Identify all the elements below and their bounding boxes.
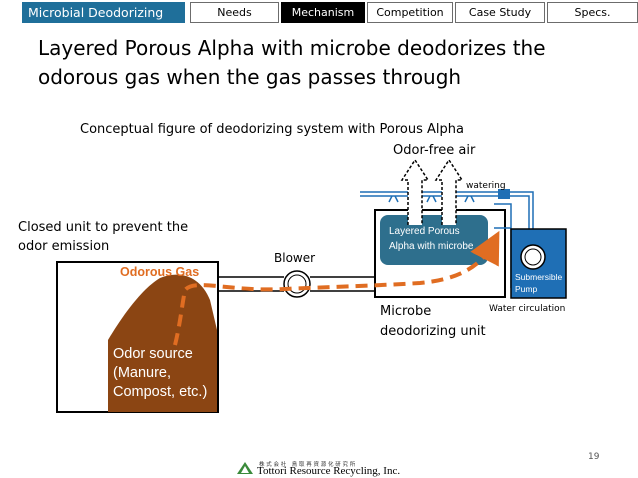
tab-specs[interactable]: Specs. [547,2,638,23]
odor-free-air-arrows [400,158,464,225]
watering-label: watering [466,181,506,191]
tab-bar: Microbial Deodorizing Needs Mechanism Co… [0,0,638,24]
closed-unit-label-line-2: odor emission [18,239,110,254]
odorous-gas-flow [173,230,500,346]
tab-competition[interactable]: Competition [367,2,453,23]
layered-porous-alpha-label: Layered Porous Alpha with microbe [389,226,474,252]
closed-unit-label-line-1: Closed unit to prevent the [18,220,189,235]
company-logo-icon [237,462,253,474]
odor-source-label: Odor source (Manure, Compost, etc.) [113,346,208,400]
gas-pipe [218,276,375,292]
tab-needs[interactable]: Needs [190,2,279,23]
tab-mechanism[interactable]: Mechanism [281,2,365,23]
microbe-unit-label-line-2: deodorizing unit [380,324,486,339]
microbe-unit-label-line-1: Microbe [380,304,432,319]
spray-nozzles [388,195,475,203]
headline-line-2: odorous gas when the gas passes through [38,65,462,89]
headline-line-1: Layered Porous Alpha with microbe deodor… [38,36,546,60]
section-title-tab[interactable]: Microbial Deodorizing [22,2,185,23]
submersible-pump-label: Submersible Pump [515,272,563,294]
company-name-japanese: 株 式 会 社 鳥 取 再 資 源 化 研 究 所 [259,462,356,468]
company-name: Tottori Resource Recycling, Inc. [257,465,401,477]
page-number: 19 [588,452,600,462]
tab-case-study[interactable]: Case Study [455,2,545,23]
figure-caption: Conceptual figure of deodorizing system … [80,122,464,137]
odor-free-air-label: Odor-free air [393,143,476,158]
blower-label: Blower [274,251,316,265]
odorous-gas-label: Odorous Gas [120,265,200,279]
slide-headline: Layered Porous Alpha with microbe deodor… [38,34,618,92]
watering-valve [498,189,510,199]
porous-alpha-layer [380,215,488,265]
odor-source-mound [108,274,217,412]
blower-icon [283,270,311,298]
water-circulation-label: Water circulation [489,304,566,314]
